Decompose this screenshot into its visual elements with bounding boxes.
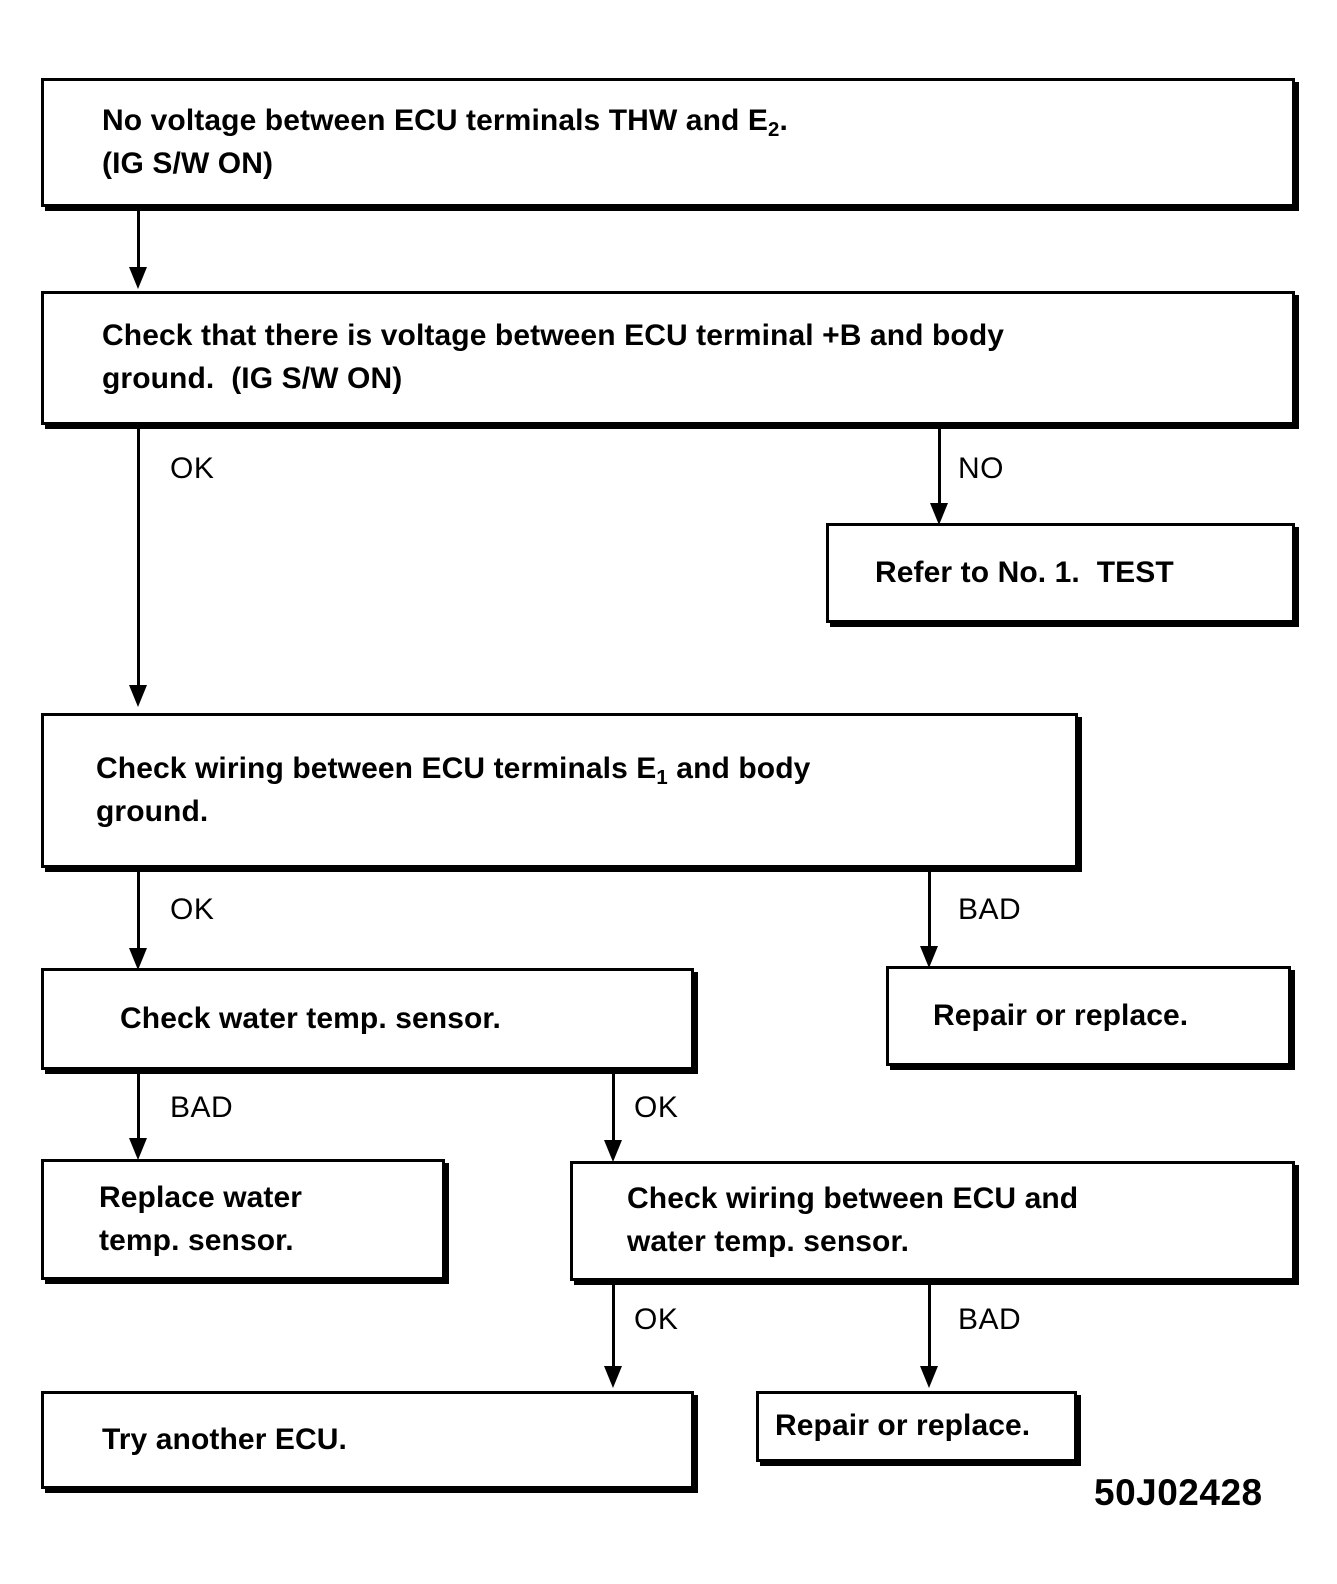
node-n6-text: Check water temp. sensor.: [120, 1001, 501, 1035]
node-n10-text: Repair or replace.: [775, 1409, 1031, 1443]
edge-n6-n7-line: [137, 1070, 140, 1142]
node-n4-line-2: ground.: [96, 794, 209, 828]
node-check-wiring-e1-body-ground: Check wiring between ECU terminals E1 an…: [41, 713, 1078, 868]
node-repair-or-replace-wiring: Repair or replace.: [886, 966, 1291, 1066]
node-check-water-temp-sensor: Check water temp. sensor.: [41, 968, 694, 1070]
node-n1-line-1: No voltage between ECU terminals THW and…: [102, 103, 788, 142]
edge-n2-n4-arrow: [129, 685, 147, 707]
node-n7-line-2: temp. sensor.: [99, 1223, 294, 1257]
edge-n1-n2-arrow: [129, 267, 147, 289]
edge-n6-n7-arrow: [129, 1138, 147, 1160]
node-n2-line-1: Check that there is voltage between ECU …: [102, 319, 1005, 353]
node-n5-text: Repair or replace.: [933, 998, 1189, 1032]
edge-label-bad-n4-n5: BAD: [958, 893, 1022, 926]
node-check-wiring-ecu-water-temp-sensor: Check wiring between ECU and water temp.…: [570, 1161, 1295, 1281]
edge-n2-n3-line: [938, 425, 941, 505]
node-replace-water-temp-sensor: Replace water temp. sensor.: [41, 1159, 445, 1280]
node-n8-line-2: water temp. sensor.: [627, 1225, 910, 1258]
edge-label-ok-n6-n8: OK: [634, 1091, 679, 1124]
node-n7-line-1: Replace water: [99, 1180, 303, 1214]
node-no-voltage-thw-e2: No voltage between ECU terminals THW and…: [41, 78, 1295, 207]
node-n9-text: Try another ECU.: [102, 1422, 347, 1456]
node-n8-line-1: Check wiring between ECU and: [627, 1182, 1079, 1216]
edge-label-ok-n8-n9: OK: [634, 1303, 679, 1336]
edge-n2-n3-arrow: [930, 503, 948, 525]
subscript-1: 1: [656, 767, 668, 790]
node-refer-to-no-1-test: Refer to No. 1. TEST: [826, 523, 1295, 623]
node-n4-line-1: Check wiring between ECU terminals E1 an…: [96, 751, 811, 790]
node-n2-line-2: ground. (IG S/W ON): [102, 362, 403, 395]
node-n2-ig-sw-on: (IG S/W ON): [231, 362, 403, 395]
edge-n4-n6-line: [137, 868, 140, 950]
edge-n4-n5-line: [928, 868, 931, 948]
node-repair-or-replace-sensor-wiring: Repair or replace.: [756, 1391, 1077, 1462]
edge-n8-n10-line: [928, 1281, 931, 1368]
edge-n8-n9-arrow: [604, 1366, 622, 1388]
edge-label-bad-n8-n10: BAD: [958, 1303, 1022, 1336]
node-check-voltage-plusb-body-ground: Check that there is voltage between ECU …: [41, 291, 1295, 425]
edge-n8-n10-arrow: [920, 1366, 938, 1388]
edge-label-bad-n6-n7: BAD: [170, 1091, 234, 1124]
edge-n8-n9-line: [612, 1281, 615, 1368]
node-n1-line-2: (IG S/W ON): [102, 146, 274, 180]
edge-n6-n8-line: [612, 1070, 615, 1143]
edge-n1-n2-line: [137, 207, 140, 269]
node-n3-test-word: TEST: [1096, 555, 1174, 589]
node-n3-text: Refer to No. 1. TEST: [875, 555, 1174, 589]
edge-label-ok-n2-n4: OK: [170, 452, 215, 485]
edge-n4-n5-arrow: [920, 946, 938, 968]
node-try-another-ecu: Try another ECU.: [41, 1391, 694, 1489]
subscript-2: 2: [767, 119, 780, 142]
edge-n4-n6-arrow: [129, 948, 147, 970]
figure-id: 50J02428: [1094, 1472, 1263, 1513]
edge-label-no-n2-n3: NO: [958, 452, 1004, 485]
edge-label-ok-n4-n6: OK: [170, 893, 215, 926]
edge-n6-n8-arrow: [604, 1140, 622, 1162]
edge-n2-n4-line: [137, 425, 140, 687]
